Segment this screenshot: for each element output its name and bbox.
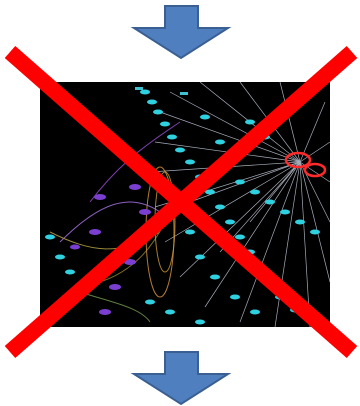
red-x-cross-icon	[0, 0, 360, 406]
